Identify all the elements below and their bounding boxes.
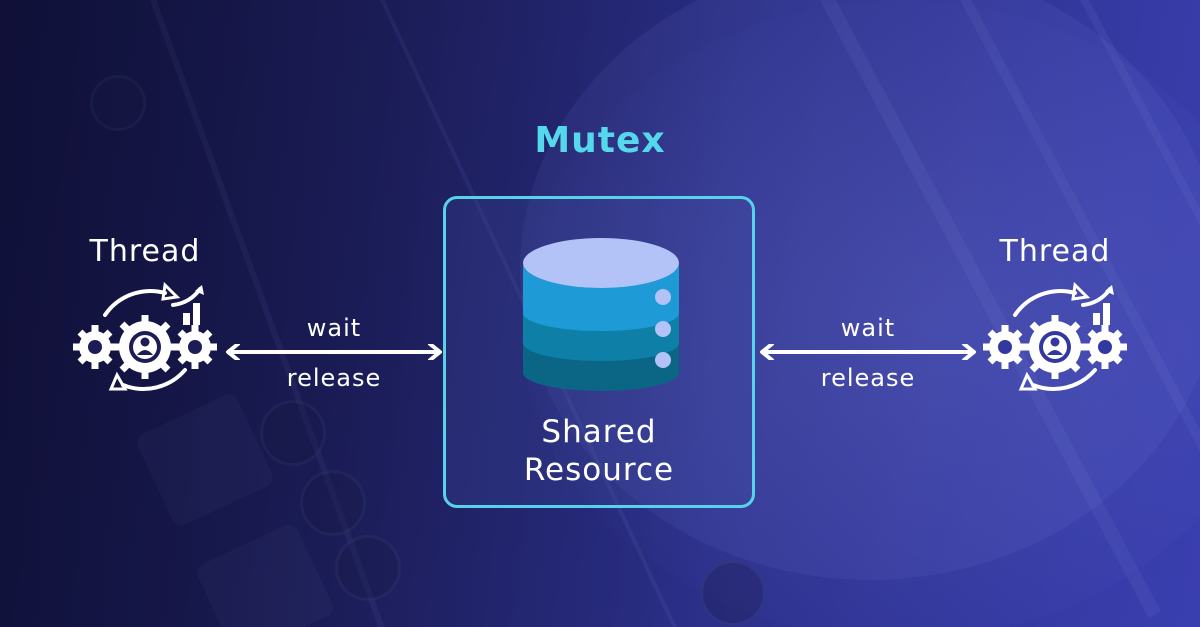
background-capacitor [335, 535, 401, 601]
gears-person-icon [983, 281, 1127, 391]
shared-resource-label-line1: Shared [541, 414, 657, 450]
thread-label: Thread [89, 234, 201, 269]
double-arrow-icon [760, 344, 976, 360]
diagram-title: Mutex [534, 120, 666, 161]
release-label: release [286, 364, 382, 392]
background-capacitor [700, 560, 766, 626]
thread-left: Thread [55, 234, 235, 395]
link-right: wait release [758, 314, 978, 394]
gears-person-icon [73, 281, 217, 391]
background-capacitor [300, 470, 366, 536]
release-label: release [820, 364, 916, 392]
double-arrow-icon [226, 344, 442, 360]
wait-label: wait [840, 314, 896, 342]
database-icon [523, 238, 679, 391]
shared-resource-box: Shared Resource [443, 196, 755, 508]
shared-resource-label-line2: Resource [523, 452, 675, 488]
link-left: wait release [224, 314, 444, 394]
wait-label: wait [306, 314, 362, 342]
thread-label: Thread [999, 234, 1111, 269]
background-capacitor [90, 75, 146, 131]
thread-right: Thread [965, 234, 1145, 395]
background-capacitor [260, 400, 326, 466]
